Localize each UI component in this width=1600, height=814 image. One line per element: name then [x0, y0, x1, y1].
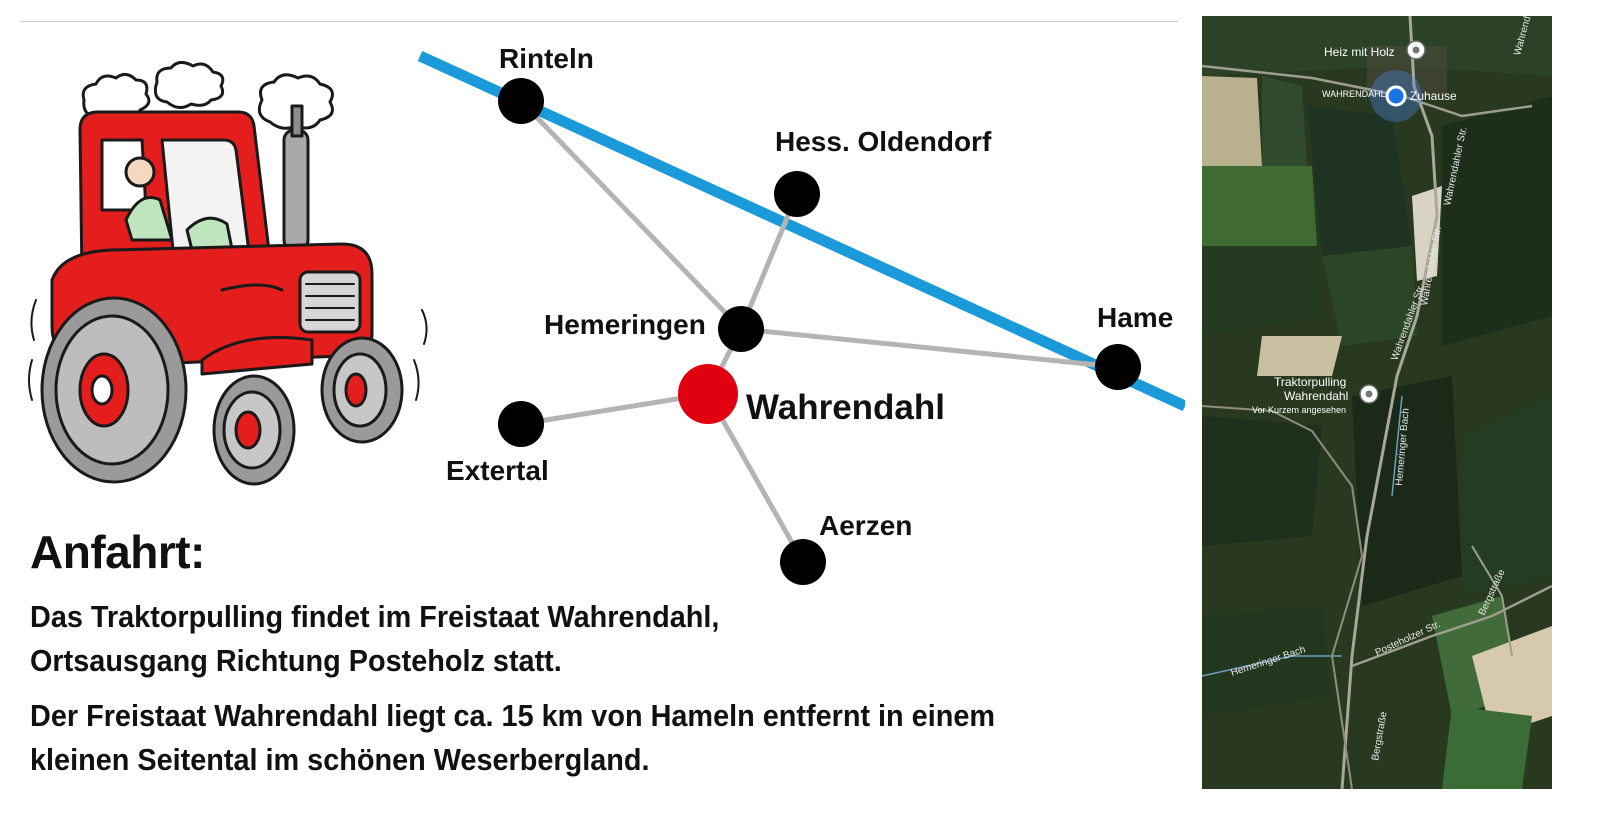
city-label-aerzen: Aerzen	[819, 510, 912, 541]
distance-line-1: Der Freistaat Wahrendahl liegt ca. 15 km…	[30, 698, 996, 733]
place-label-heiz-mit-holz: Heiz mit Holz	[1324, 45, 1395, 59]
directions-heading: Anfahrt:	[30, 526, 205, 578]
city-label-hameln: Hame	[1097, 302, 1173, 333]
smoke-cloud	[153, 61, 225, 109]
city-label-extertal: Extertal	[446, 455, 549, 486]
tractor-illustration	[28, 61, 428, 486]
distance-line-2: kleinen Seitental im schönen Weserbergla…	[30, 742, 650, 777]
city-label-hess-oldendorf: Hess. Oldendorf	[775, 126, 992, 157]
city-dot-hess-oldendorf	[774, 171, 820, 217]
city-label-rinteln: Rinteln	[499, 43, 594, 74]
destination-label-wahrendahl: Wahrendahl	[746, 388, 945, 427]
destination-dot-wahrendahl	[678, 364, 738, 424]
city-dot-rinteln	[498, 78, 544, 124]
city-dot-extertal	[498, 401, 544, 447]
event-location-marker	[1359, 384, 1379, 404]
distance-paragraph: Der Freistaat Wahrendahl liegt ca. 15 km…	[30, 694, 1174, 782]
city-label-hemeringen: Hemeringen	[544, 309, 706, 340]
location-line-1: Das Traktorpulling findet im Freistaat W…	[30, 599, 720, 634]
city-dot-hemeringen	[718, 306, 764, 352]
location-paragraph: Das Traktorpulling findet im Freistaat W…	[30, 595, 1137, 683]
road-aerzen	[705, 392, 806, 564]
road-extertal	[520, 391, 709, 427]
smoke-cloud	[257, 73, 334, 130]
place-label-event-line-1: Traktorpulling	[1274, 375, 1346, 389]
home-location-pin	[1370, 70, 1422, 122]
heiz-mit-holz-marker	[1406, 40, 1426, 60]
place-label-village: WAHRENDAHL	[1322, 89, 1386, 99]
satellite-map[interactable]: Heiz mit Holz WAHRENDAHL Zuhause Traktor…	[1202, 16, 1552, 789]
place-label-event-line-2: Wahrendahl	[1284, 389, 1348, 403]
city-dot-aerzen	[780, 539, 826, 585]
road-hameln	[740, 326, 1119, 370]
place-label-recent: Vor Kurzem angesehen	[1252, 405, 1346, 415]
river-weser	[417, 50, 1185, 412]
road-hess-oldendorf	[738, 193, 800, 330]
route-map: Rinteln Hess. Oldendorf Hemeringen Hame …	[417, 43, 1185, 585]
location-line-2: Ortsausgang Richtung Posteholz statt.	[30, 643, 562, 678]
top-divider	[20, 21, 1178, 22]
city-dot-hameln	[1095, 344, 1141, 390]
road-rinteln	[519, 99, 743, 331]
place-label-home: Zuhause	[1410, 89, 1457, 103]
